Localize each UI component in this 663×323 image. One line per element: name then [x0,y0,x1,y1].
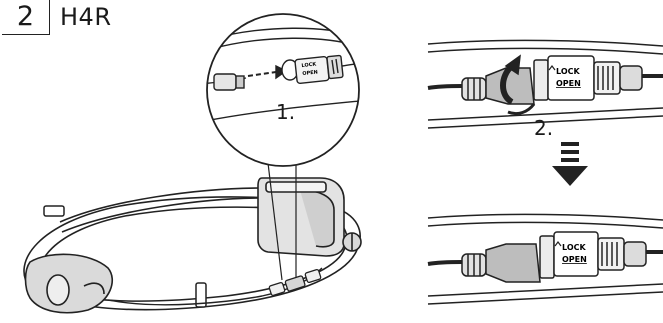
step-1-label: 1. [276,100,295,124]
twist-open-text: OPEN [556,79,581,88]
down-arrow-icon [552,142,588,186]
connector-twist-view [428,40,663,128]
band-connector [269,269,321,296]
twist-lock-text: LOCK [556,67,580,76]
step-2-label: 2. [534,116,553,140]
locked-lock-text: LOCK [562,243,586,252]
magnifier: LOCK OPEN [200,14,372,166]
locked-open-text: OPEN [562,255,587,264]
connector-locked-view [428,214,663,304]
battery-pack [258,178,361,256]
lamp-housing [26,254,113,312]
